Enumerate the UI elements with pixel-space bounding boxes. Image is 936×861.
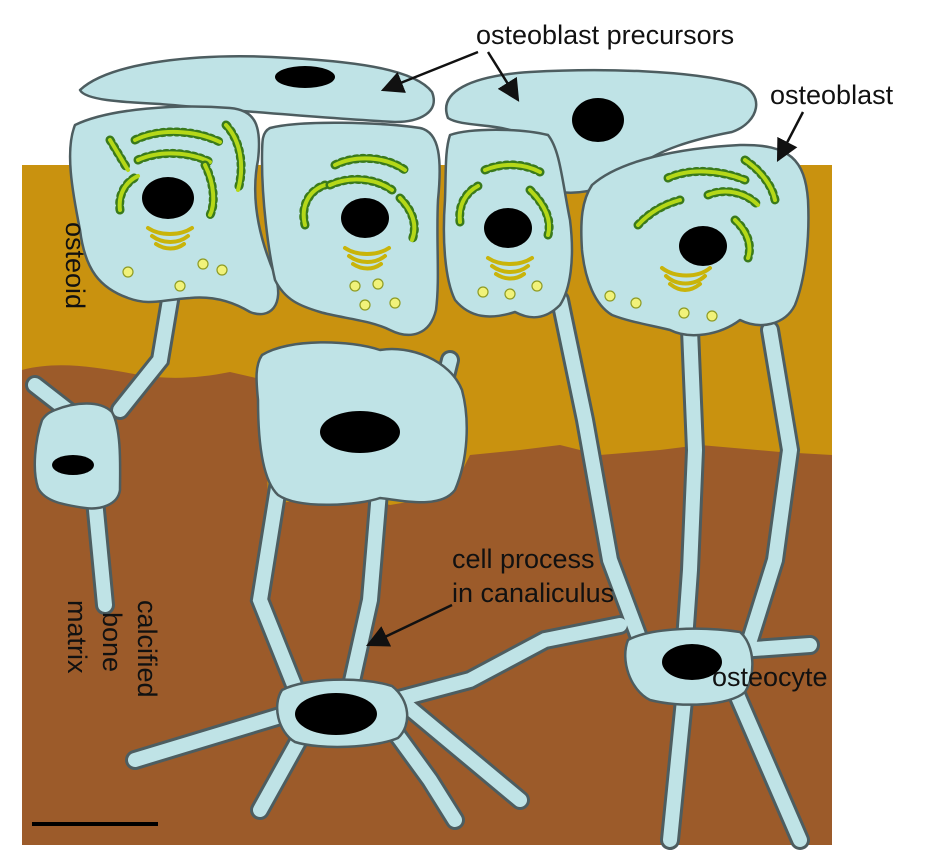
label-matrix: matrix — [62, 600, 92, 674]
label-osteoblast: osteoblast — [770, 80, 894, 110]
nucleus — [320, 411, 400, 453]
nucleus — [142, 177, 194, 219]
osteocyte-right — [623, 627, 754, 706]
cell-process-arrow — [365, 603, 453, 647]
label-in-canaliculus: in canaliculus — [452, 578, 614, 608]
label-calcified: calcified — [132, 600, 162, 698]
label-osteoblast-precursors: osteoblast precursors — [476, 20, 734, 50]
osteoblast-2 — [260, 121, 441, 337]
osteoblast-arrow — [776, 111, 805, 162]
osteoblast-1 — [68, 105, 280, 316]
label-osteocyte: osteocyte — [712, 662, 828, 692]
precursor-arrow-right — [486, 51, 520, 102]
nucleus — [52, 455, 94, 475]
nucleus — [295, 693, 377, 735]
label-arrows — [365, 50, 805, 647]
nucleus — [484, 208, 532, 248]
osteocyte-left — [33, 402, 122, 510]
osteocyte-bottom — [275, 678, 409, 749]
osteoblast-precursor-left — [78, 55, 435, 124]
nucleus — [662, 644, 722, 680]
nucleus — [341, 198, 389, 238]
precursor-arrow-left — [380, 50, 479, 93]
label-osteoid: osteoid — [60, 222, 90, 309]
osteocyte-embedding — [255, 341, 468, 506]
label-bone: bone — [97, 612, 127, 672]
nucleus — [572, 98, 624, 142]
osteoblast-4 — [580, 143, 810, 337]
nucleus — [679, 226, 727, 266]
nucleus — [275, 66, 335, 88]
osteoblast-3 — [442, 128, 574, 319]
label-cell-process: cell process — [452, 544, 595, 574]
